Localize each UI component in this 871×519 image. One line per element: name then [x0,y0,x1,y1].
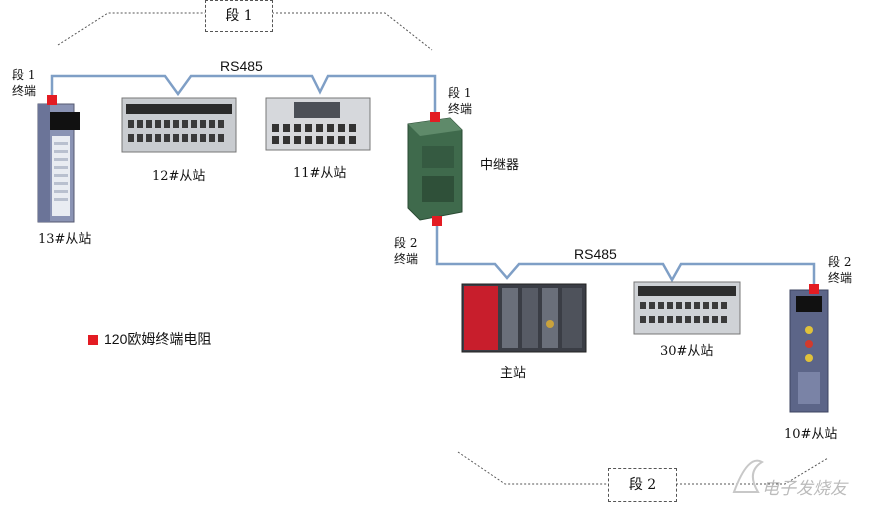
repeater-label: 中继器 [480,158,520,173]
terminator-station10 [809,284,819,294]
rs485-bottom-label: RS485 [574,246,617,262]
segment2-label: 段 2 [608,468,677,502]
terminator-label-left-end: 终端 [12,84,37,98]
segment1-bracket [57,12,205,46]
station13-module-icon [37,103,80,223]
station10-label: 10#从站 [784,427,838,442]
legend-label: 120欧姆终端电阻 [104,331,212,347]
station11-label: 11#从站 [293,166,347,181]
station13-label: 13#从站 [38,232,92,247]
station12-label: 12#从站 [152,169,206,184]
segment1-bracket-right [272,12,433,51]
rs485-bus-bottom [435,224,816,290]
rs485-top-label: RS485 [220,58,263,74]
terminator-station13 [47,95,57,105]
segment2-bracket-right [676,457,829,485]
terminator-label-repeater-bottom-seg: 段 2 [394,236,418,250]
station11-module-icon [265,97,371,151]
segment2-bracket [457,451,608,485]
station30-label: 30#从站 [660,344,714,359]
master-label: 主站 [500,366,527,381]
terminator-label-repeater-top-end: 终端 [448,102,473,116]
terminator-label-right-end: 终端 [828,271,853,285]
repeater-module-icon [407,117,463,221]
watermark-logo-icon [732,459,764,493]
segment1-label: 段 1 [205,0,273,32]
terminator-label-right-seg: 段 2 [828,255,852,269]
station30-module-icon [633,281,741,335]
station12-module-icon [121,97,237,153]
rs485-bus-top [50,74,437,115]
legend-swatch [88,335,98,345]
station10-module-icon [789,289,829,413]
terminator-label-repeater-bottom-end: 终端 [394,252,419,266]
terminator-label-left-seg: 段 1 [12,68,36,82]
master-plc-icon [461,283,587,353]
watermark-text: 电子发烧友 [762,479,847,499]
terminator-repeater-bottom [432,216,442,226]
terminator-label-repeater-top-seg: 段 1 [448,86,472,100]
terminator-repeater-top [430,112,440,122]
